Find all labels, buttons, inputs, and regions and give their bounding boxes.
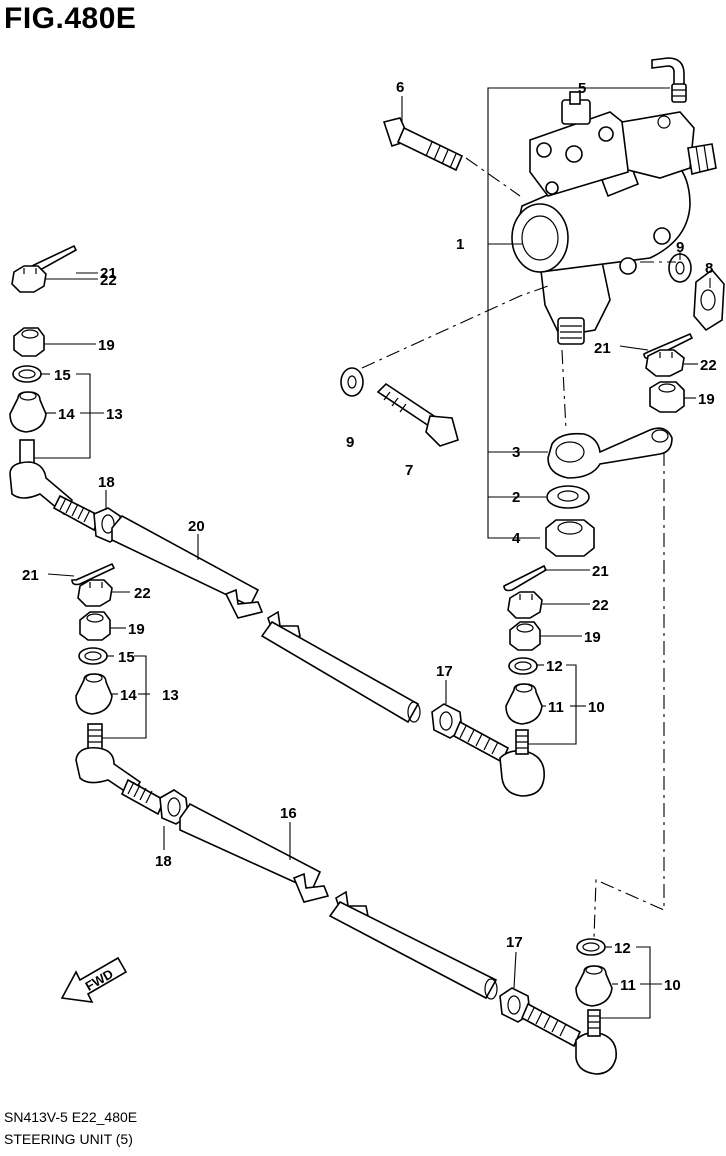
callout-17: 17 — [436, 663, 453, 680]
callout-17: 17 — [506, 934, 523, 951]
ring-15-middle — [78, 647, 108, 665]
pitman-arm — [547, 427, 673, 479]
pipe-fitting — [651, 57, 687, 103]
forward-direction-arrow: FWD — [60, 956, 128, 1003]
boot-11-lower — [575, 965, 613, 1007]
castle-nut-upper-right — [645, 349, 685, 377]
callout-21: 21 — [594, 340, 611, 357]
leader-lines — [34, 87, 711, 1019]
cotter-pin-middle-left — [71, 562, 116, 586]
steering-gear-box — [511, 91, 717, 345]
callout-10: 10 — [588, 699, 605, 716]
callout-12: 12 — [614, 940, 631, 957]
callout-9: 9 — [676, 239, 684, 256]
callout-7: 7 — [405, 462, 413, 479]
ring-12-middle — [508, 657, 538, 675]
boot-14-upper — [9, 391, 47, 433]
callout-19: 19 — [698, 391, 715, 408]
callout-labels: 5 6 1 9 8 21 22 19 21 22 19 15 14 13 9 7… — [22, 79, 717, 994]
cotter-pin-middle-right — [503, 564, 548, 592]
mounting-bolt-lower — [376, 382, 459, 447]
tie-rod-end-lower-right — [520, 1002, 618, 1075]
figure-subtitle: STEERING UNIT (5) — [4, 1131, 133, 1147]
callout-13: 13 — [106, 406, 123, 423]
callout-3: 3 — [512, 444, 520, 461]
callout-21: 21 — [592, 563, 609, 580]
callout-18: 18 — [155, 853, 172, 870]
nut-19-upper-left — [13, 327, 45, 357]
callout-8: 8 — [705, 260, 713, 277]
callout-22: 22 — [100, 272, 117, 289]
callout-20: 20 — [188, 518, 205, 535]
callout-22: 22 — [700, 357, 717, 374]
callout-5: 5 — [578, 80, 586, 97]
callout-22: 22 — [592, 597, 609, 614]
callout-19: 19 — [584, 629, 601, 646]
mounting-bolt-upper — [382, 117, 464, 172]
callout-15: 15 — [118, 649, 135, 666]
figure-title: FIG.480E — [4, 2, 137, 35]
washer-9-lower — [340, 367, 364, 397]
callout-11: 11 — [620, 977, 636, 994]
tie-rod-end-lower-left — [75, 723, 166, 816]
callout-18: 18 — [98, 474, 115, 491]
ring-12-lower — [576, 938, 606, 956]
callout-16: 16 — [280, 805, 297, 822]
boot-14-middle — [75, 673, 113, 715]
callout-21: 21 — [100, 265, 117, 282]
exploded-parts-diagram: FWD — [9, 57, 725, 1075]
callout-11: 11 — [548, 699, 564, 716]
callout-22: 22 — [134, 585, 151, 602]
callout-12: 12 — [546, 658, 563, 675]
nut-8 — [693, 268, 725, 332]
callout-9: 9 — [346, 434, 354, 451]
callout-19: 19 — [128, 621, 145, 638]
tie-rod-tube-20 — [111, 514, 421, 724]
tie-rod-tube-16 — [179, 802, 498, 1000]
callout-13: 13 — [162, 687, 179, 704]
callout-10: 10 — [664, 977, 681, 994]
figure-code: SN413V-5 E22_480E — [4, 1109, 138, 1125]
washer-2 — [546, 485, 590, 509]
callout-14: 14 — [120, 687, 137, 704]
ring-15-upper — [12, 365, 42, 383]
figure-footer: SN413V-5 E22_480E STEERING UNIT (5) — [4, 1106, 137, 1150]
callout-6: 6 — [396, 79, 404, 96]
boot-11-middle — [505, 683, 543, 725]
nut-19-middle-left — [79, 611, 111, 641]
nut-4 — [545, 519, 595, 557]
callout-1: 1 — [456, 236, 464, 253]
callout-2: 2 — [512, 489, 520, 506]
tie-rod-end-upper-right — [452, 720, 545, 797]
castle-nut-upper-left — [11, 265, 47, 293]
tie-rod-end-upper-left — [9, 439, 102, 532]
nut-19-upper-right — [649, 381, 685, 413]
castle-nut-middle-right — [507, 591, 543, 619]
callout-19: 19 — [98, 337, 115, 354]
nut-19-middle-right — [509, 621, 541, 651]
callout-14: 14 — [58, 406, 75, 423]
castle-nut-middle-left — [77, 579, 113, 607]
callout-15: 15 — [54, 367, 71, 384]
callout-21: 21 — [22, 567, 39, 584]
callout-4: 4 — [512, 530, 521, 547]
